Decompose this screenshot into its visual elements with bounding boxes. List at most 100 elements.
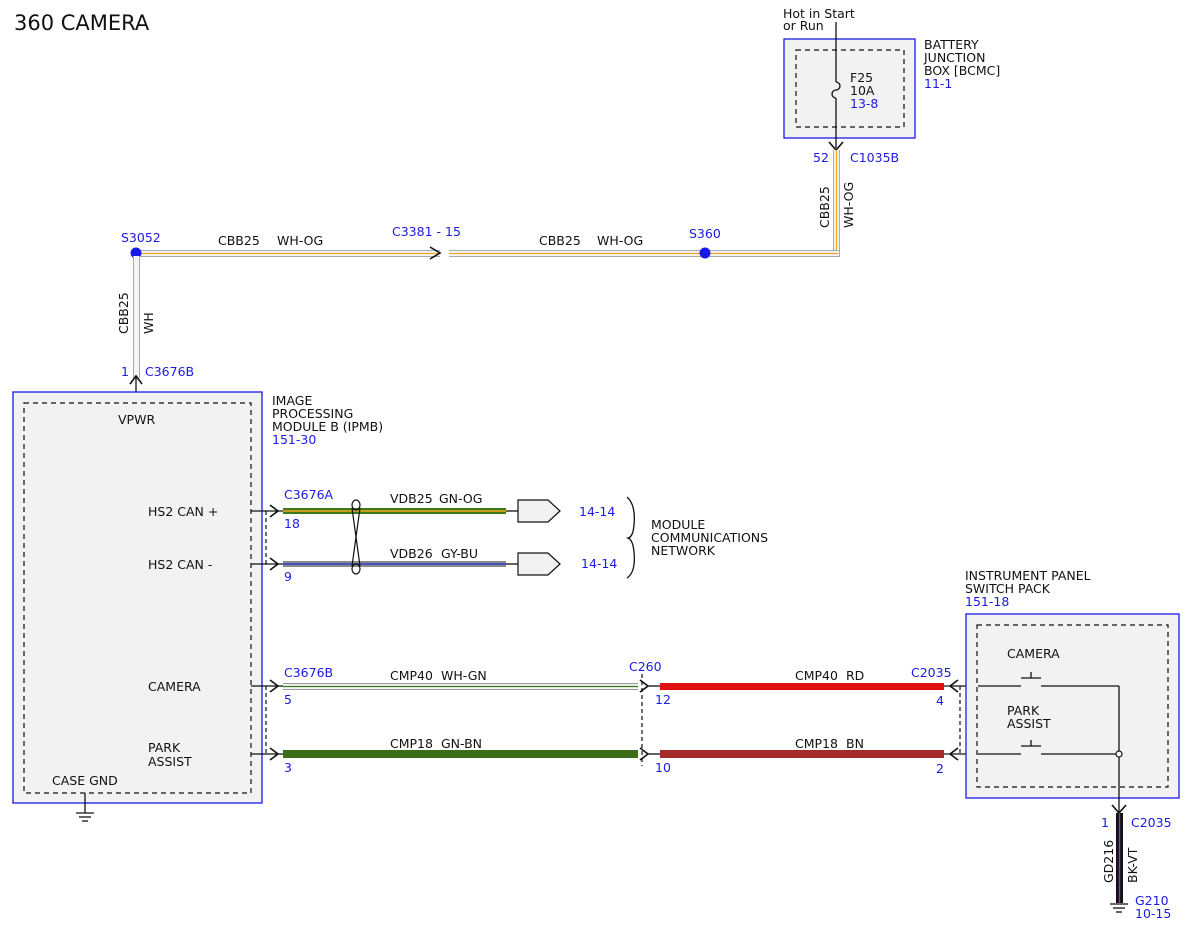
fuse-name: F25 <box>850 70 873 85</box>
park-inline-pin: 10 <box>655 760 671 775</box>
inline-connector-c3381[interactable]: C3381 - 15 <box>392 224 461 239</box>
pin-label-park-1: PARK <box>148 740 181 755</box>
bjb-connector[interactable]: C1035B <box>850 150 899 165</box>
camera-inline-pin: 12 <box>655 692 671 707</box>
off-page-connector-icon[interactable] <box>517 552 561 576</box>
switch-connector[interactable]: C2035 <box>911 665 952 680</box>
camera-right-circuit: CMP40 <box>795 668 838 683</box>
pin-label-camera: CAMERA <box>148 679 201 694</box>
switch-pack-ref[interactable]: 151-18 <box>965 594 1009 609</box>
inline-connector-c260[interactable]: C260 <box>629 659 662 674</box>
wire-vdb26[interactable] <box>283 561 518 567</box>
connector-arrow-icon <box>948 747 959 761</box>
park-pin: 3 <box>284 760 292 775</box>
feed-seg1-circuit: CBB25 <box>218 233 260 248</box>
park-right-color: BN <box>846 736 864 751</box>
ground-icon <box>1110 903 1128 913</box>
can-connector[interactable]: C3676A <box>284 487 334 502</box>
inline-connector-arrow-icon <box>429 246 442 260</box>
camera-switch-pin: 4 <box>936 693 944 708</box>
camera-pin: 5 <box>284 692 292 707</box>
ground-point[interactable]: G210 <box>1135 893 1169 908</box>
ipmb-ref[interactable]: 151-30 <box>272 432 316 447</box>
pin-label-park-2: ASSIST <box>148 754 192 769</box>
park-left-circuit: CMP18 <box>390 736 433 751</box>
feed-vertical-circuit: CBB25 <box>817 186 832 228</box>
fuse-ref[interactable]: 13-8 <box>850 96 878 111</box>
park-assist-switch-icon[interactable] <box>978 740 1119 755</box>
pin-label-can-plus: HS2 CAN + <box>148 504 218 519</box>
twisted-pair-icon <box>351 499 361 575</box>
bjb-ref[interactable]: 11-1 <box>924 76 952 91</box>
connector-arrow-icon <box>639 747 650 761</box>
camera-connector[interactable]: C3676B <box>284 665 333 680</box>
power-condition-label-2: or Run <box>783 18 824 33</box>
switch-label-park-1: PARK <box>1007 703 1040 718</box>
drop-pin: 1 <box>121 364 129 379</box>
brace-icon <box>625 496 635 579</box>
can-plus-ref[interactable]: 14-14 <box>579 504 615 519</box>
network-label-2: COMMUNICATIONS <box>651 530 768 545</box>
case-ground-icon <box>76 793 94 822</box>
drop-color: WH <box>141 312 156 334</box>
ipmb-pin-stubs <box>251 504 283 761</box>
wire-cmp18-bn[interactable] <box>660 750 944 758</box>
wire-cbb25-feed[interactable] <box>136 150 840 257</box>
switch-label-park-2: ASSIST <box>1007 716 1051 731</box>
wire-cmp40-whgn[interactable] <box>283 683 638 690</box>
camera-left-circuit: CMP40 <box>390 668 433 683</box>
feed-vertical-color: WH-OG <box>841 182 856 228</box>
fuse-rating: 10A <box>850 83 875 98</box>
wire-cbb25-drop[interactable] <box>133 256 140 378</box>
bjb-pin: 52 <box>813 150 829 165</box>
camera-left-color: WH-GN <box>441 668 487 683</box>
switch-pack-module[interactable] <box>965 613 1180 799</box>
splice-s360[interactable] <box>699 247 711 259</box>
pin-label-can-minus: HS2 CAN - <box>148 557 212 572</box>
wire-cmp40-rd[interactable] <box>660 683 944 690</box>
feed-seg2-color: WH-OG <box>597 233 643 248</box>
switch-label-camera: CAMERA <box>1007 646 1060 661</box>
battery-junction-box[interactable] <box>783 38 916 139</box>
bjb-name-3: BOX [BCMC] <box>924 63 1000 78</box>
ground-color: BK-VT <box>1125 847 1140 883</box>
ground-ref[interactable]: 10-15 <box>1135 906 1171 921</box>
splice-s3052[interactable] <box>130 247 142 259</box>
can-minus-pin: 9 <box>284 569 292 584</box>
network-label-3: NETWORK <box>651 543 716 558</box>
ipmb-module[interactable] <box>12 391 263 804</box>
park-left-color: GN-BN <box>441 736 482 751</box>
wire-gd216[interactable] <box>1116 813 1123 903</box>
network-label-1: MODULE <box>651 517 705 532</box>
ipmb-name-2: PROCESSING <box>272 406 353 421</box>
off-page-connector-icon[interactable] <box>517 499 561 523</box>
camera-switch-icon[interactable] <box>978 672 1119 687</box>
fuse-icon <box>831 81 841 99</box>
pin-label-vpwr: VPWR <box>118 412 155 427</box>
drop-connector[interactable]: C3676B <box>145 364 194 379</box>
ipmb-name-3: MODULE B (IPMB) <box>272 419 383 434</box>
can-plus-circuit: VDB25 <box>390 491 433 506</box>
junction-icon <box>1115 750 1123 758</box>
page-title: 360 CAMERA <box>14 11 150 35</box>
wire-cmp18-gnbn[interactable] <box>283 750 638 758</box>
switch-pack-name-1: INSTRUMENT PANEL <box>965 568 1091 583</box>
bjb-name-1: BATTERY <box>924 37 979 52</box>
splice-s3052-label[interactable]: S3052 <box>121 230 161 245</box>
camera-right-color: RD <box>846 668 864 683</box>
ground-pin: 1 <box>1101 815 1109 830</box>
feed-seg1-color: WH-OG <box>277 233 323 248</box>
can-plus-color: GN-OG <box>439 491 482 506</box>
switch-pack-name-2: SWITCH PACK <box>965 581 1051 596</box>
drop-circuit: CBB25 <box>116 292 131 334</box>
bjb-name-2: JUNCTION <box>923 50 985 65</box>
wire-vdb25[interactable] <box>283 508 518 514</box>
can-minus-ref[interactable]: 14-14 <box>581 556 617 571</box>
ground-connector[interactable]: C2035 <box>1131 815 1172 830</box>
ipmb-name-1: IMAGE <box>272 393 312 408</box>
power-condition-label: Hot in Start <box>783 6 855 21</box>
pin-label-case-gnd: CASE GND <box>52 773 118 788</box>
splice-s360-label[interactable]: S360 <box>689 226 721 241</box>
connector-arrow-icon <box>639 679 650 693</box>
